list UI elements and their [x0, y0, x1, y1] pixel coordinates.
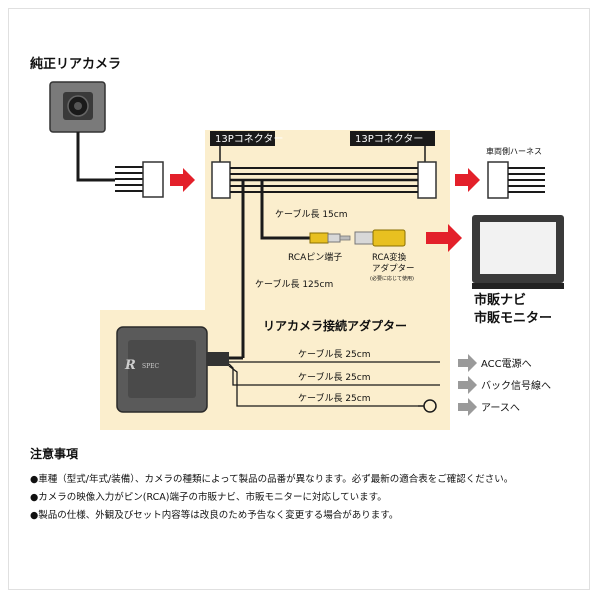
main-cable-length: ケーブル長 125cm	[255, 280, 334, 290]
adapter-title: リアカメラ接続アダプター	[263, 319, 408, 333]
notes-title: 注意事項	[30, 447, 79, 461]
brand-logo-sub: SPEC	[142, 363, 160, 370]
brand-logo: R	[125, 358, 136, 373]
rca-adapter-line2: アダプター	[372, 264, 415, 274]
monitor-icon	[472, 215, 564, 289]
adapter-box-icon	[116, 326, 229, 413]
destination-ground: アースへ	[481, 403, 520, 414]
navi-line2: 市販モニター	[474, 311, 553, 326]
vehicle-harness-label: 車両側ハーネス	[486, 147, 542, 156]
rca-adapter-label: RCA変換 アダプター	[372, 253, 415, 275]
ground-terminal-icon	[418, 399, 437, 413]
note-item: ●カメラの映像入力がピン(RCA)端子の市販ナビ、市販モニターに対応しています。	[30, 492, 387, 503]
vehicle-harness	[487, 161, 545, 199]
red-arrow-icon	[455, 168, 480, 192]
camera-icon	[49, 81, 106, 133]
camera-harness	[115, 161, 164, 198]
rca-adapter-icon	[354, 229, 406, 247]
gray-arrow-icon	[458, 354, 477, 372]
navi-line1: 市販ナビ	[474, 293, 527, 308]
red-arrow-icon	[170, 168, 195, 192]
rca-adapter-line1: RCA変換	[372, 253, 407, 263]
rca-adapter-note: (必要に応じて使用)	[370, 276, 414, 282]
destination-acc: ACC電源へ	[481, 359, 532, 370]
gray-arrow-icon	[458, 398, 477, 416]
connector-left-label: 13Pコネクター	[215, 134, 284, 145]
connector-right	[417, 161, 437, 199]
rca-pin-icon	[309, 232, 351, 244]
note-item: ●車種（型式/年式/装備）、カメラの種類によって製品の品番が異なります。必ず最新…	[30, 474, 514, 485]
camera-title: 純正リアカメラ	[30, 57, 122, 72]
image-frame	[8, 8, 590, 590]
connector-left	[211, 161, 231, 199]
gray-arrow-icon	[458, 376, 477, 394]
rca-pin-label: RCAピン端子	[288, 253, 343, 263]
navi-label: 市販ナビ 市販モニター	[474, 292, 552, 328]
cable-length-acc: ケーブル長 25cm	[298, 350, 371, 360]
destination-back-signal: バック信号線へ	[481, 381, 551, 392]
rca-cable-length: ケーブル長 15cm	[275, 210, 348, 220]
cable-length-ground: ケーブル長 25cm	[298, 394, 371, 404]
note-item: ●製品の仕様、外観及びセット内容等は改良のため予告なく変更する場合があります。	[30, 510, 399, 521]
red-arrow-icon	[426, 224, 462, 252]
cable-length-back: ケーブル長 25cm	[298, 373, 371, 383]
connector-right-label: 13Pコネクター	[355, 134, 424, 145]
output-cables	[228, 356, 440, 407]
